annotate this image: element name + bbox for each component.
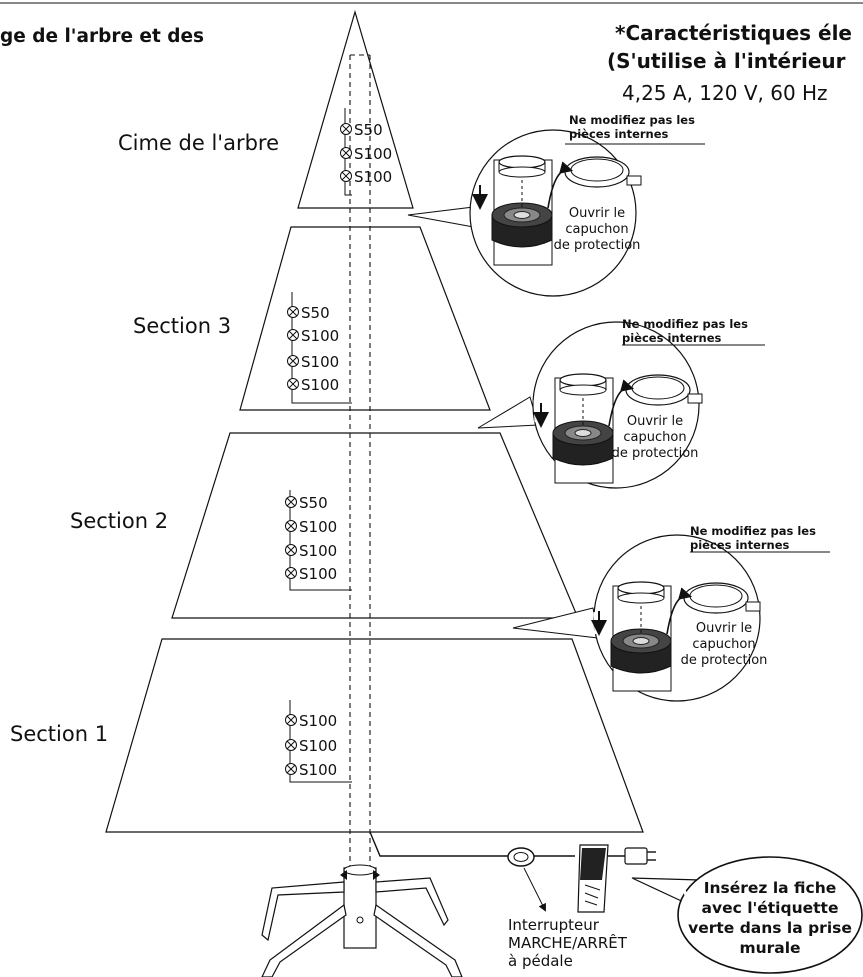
- bulb-label: S50: [299, 494, 328, 512]
- bulb-label: S50: [354, 121, 383, 139]
- tree-pole: [349, 54, 371, 880]
- bulb-label: S50: [301, 304, 330, 322]
- power-cord: [369, 831, 512, 857]
- bulb-label: S100: [299, 737, 337, 755]
- svg-text:avec l'étiquette: avec l'étiquette: [702, 899, 839, 917]
- plug-note-callout: Insérez la fiche avec l'étiquette verte …: [631, 856, 863, 974]
- specs-values: 4,25 A, 120 V, 60 Hz: [622, 81, 828, 105]
- bulb-label: S100: [354, 168, 392, 186]
- section-label-1: Section 1: [10, 722, 108, 746]
- bulb-label: S100: [299, 712, 337, 730]
- foot-switch-label: Interrupteur: [508, 916, 600, 934]
- svg-text:Ne modifiez pas les: Ne modifiez pas les: [569, 113, 695, 127]
- bulb-label: S100: [354, 145, 392, 163]
- bulb-label: S100: [299, 518, 337, 536]
- svg-text:pièces internes: pièces internes: [622, 331, 722, 345]
- bulb-label: S100: [301, 353, 339, 371]
- bulb-label: S100: [299, 542, 337, 560]
- specs-title-line-1: *Caractéristiques éle: [615, 21, 852, 45]
- plug-icon: [624, 847, 656, 865]
- cap-callout-2: Ne modifiez pas les pièces internes Ouvr…: [477, 317, 765, 489]
- section-1-outline: [105, 638, 644, 833]
- bulb-label: S100: [301, 327, 339, 345]
- svg-text:verte dans la prise: verte dans la prise: [688, 919, 852, 937]
- bulb-label: S100: [299, 761, 337, 779]
- section-label-top: Cime de l'arbre: [118, 131, 279, 155]
- page-title: ge de l'arbre et des: [0, 26, 204, 47]
- svg-text:de protection: de protection: [681, 653, 768, 668]
- svg-text:pièces internes: pièces internes: [569, 127, 669, 141]
- bulb-label: S100: [301, 376, 339, 394]
- specs-title-line-2: (S'utilise à l'intérieur: [607, 49, 846, 73]
- svg-text:capuchon: capuchon: [623, 430, 686, 445]
- svg-text:murale: murale: [739, 939, 800, 957]
- cap-callout-1: Ne modifiez pas les pièces internes Ouvr…: [407, 113, 705, 297]
- foot-switch-label: MARCHE/ARRÊT: [508, 933, 628, 952]
- svg-text:pièces internes: pièces internes: [690, 538, 790, 552]
- svg-text:Ouvrir le: Ouvrir le: [627, 414, 683, 429]
- foot-switch-label: à pédale: [508, 952, 573, 970]
- section-2-outline: [171, 432, 579, 619]
- svg-text:Ne modifiez pas les: Ne modifiez pas les: [690, 524, 816, 538]
- svg-text:Ouvrir le: Ouvrir le: [696, 621, 752, 636]
- tag-icon: [577, 844, 609, 913]
- svg-text:Insérez la fiche: Insérez la fiche: [704, 879, 837, 897]
- tree-stand: [261, 864, 463, 977]
- svg-text:capuchon: capuchon: [565, 222, 628, 237]
- section-label-3: Section 3: [133, 314, 231, 338]
- svg-text:de protection: de protection: [554, 238, 641, 253]
- svg-text:capuchon: capuchon: [692, 637, 755, 652]
- svg-text:de protection: de protection: [612, 446, 699, 461]
- foot-switch-icon: [507, 847, 535, 867]
- svg-text:Ne modifiez pas les: Ne modifiez pas les: [622, 317, 748, 331]
- section-label-2: Section 2: [70, 509, 168, 533]
- section-3-outline: [239, 226, 491, 411]
- cap-callout-3: Ne modifiez pas les pièces internes Ouvr…: [512, 524, 830, 702]
- bulb-label: S100: [299, 565, 337, 583]
- svg-text:Ouvrir le: Ouvrir le: [569, 206, 625, 221]
- tree-top-outline: [297, 9, 414, 209]
